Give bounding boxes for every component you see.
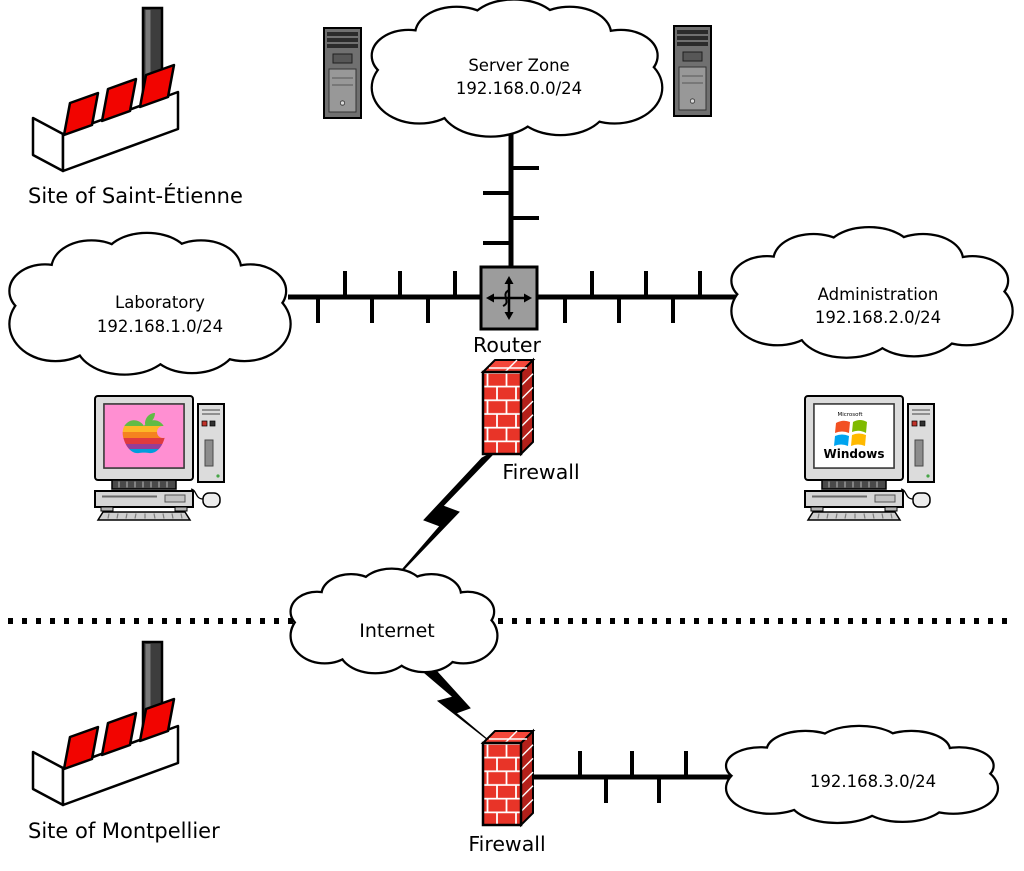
microsoft-text: Microsoft xyxy=(837,412,863,418)
firewall-bottom-label: Firewall xyxy=(468,832,545,856)
lightning-link-top-icon xyxy=(387,449,498,587)
server-tower-right-icon xyxy=(673,25,712,117)
server-zone-subnet: 192.168.0.0/24 xyxy=(456,79,582,98)
firewall-bottom-icon xyxy=(481,729,535,827)
firewall-top-label: Firewall xyxy=(502,460,579,484)
site-top-label: Site of Saint-Étienne xyxy=(28,183,243,208)
montpellier-lan-subnet: 192.168.3.0/24 xyxy=(810,772,936,791)
server-tower-left-icon xyxy=(323,27,362,119)
montpellier-lan-bus xyxy=(526,751,730,803)
laboratory-title: Laboratory xyxy=(115,293,205,312)
windows-text: Windows xyxy=(824,447,885,461)
firewall-top-icon xyxy=(481,358,535,456)
server-zone-title: Server Zone xyxy=(468,56,569,75)
router-icon xyxy=(479,265,539,331)
laboratory-subnet: 192.168.1.0/24 xyxy=(97,317,223,336)
site-bottom-label: Site of Montpellier xyxy=(28,819,220,843)
administration-title: Administration xyxy=(818,285,939,304)
mac-computer-icon xyxy=(94,395,225,521)
windows-computer-icon: Microsoft Windows xyxy=(804,395,935,521)
windows-logo-icon: Microsoft Windows xyxy=(824,412,885,461)
internet-title: Internet xyxy=(359,620,434,642)
server-zone-bus xyxy=(483,132,539,270)
administration-subnet: 192.168.2.0/24 xyxy=(815,308,941,327)
router-label: Router xyxy=(473,333,542,357)
